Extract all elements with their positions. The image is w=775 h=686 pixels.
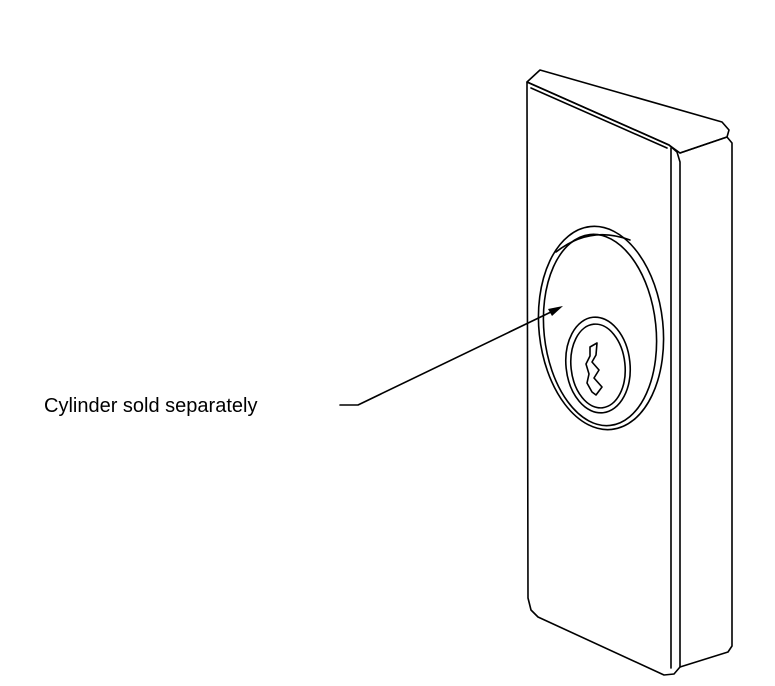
cylinder-rose-shading [555,233,631,253]
callout-label: Cylinder sold separately [44,395,257,417]
plate-top-face [526,69,730,154]
key-cylinder-outer [564,316,632,414]
keyway [585,342,603,396]
callout-leader-line [339,310,554,406]
cylinder-rose-inner [542,233,658,427]
callout-arrowhead [548,306,563,316]
plate-side-face [679,136,733,668]
key-cylinder-inner [569,323,627,409]
plate-edge-highlight-top [530,87,668,149]
cylinder-rose-outer [537,225,665,431]
